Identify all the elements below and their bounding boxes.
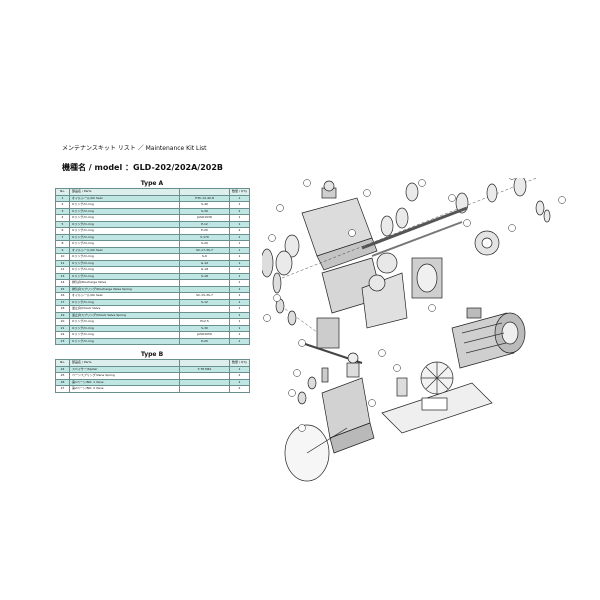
type-b-column-header: 数量 / Q'ty: [229, 359, 250, 367]
type-b-label: Type B: [55, 351, 249, 359]
type-a-column-header: 数量 / Q'ty: [229, 188, 250, 196]
model-label: 機種名 / model ：GLD-202/202A/202B: [62, 163, 224, 172]
table-cell: [179, 385, 230, 393]
table-cell: 27: [55, 385, 70, 393]
table-cell: P-20: [179, 337, 230, 345]
table-cell: 2: [229, 385, 250, 393]
exploded-view-diagram: [262, 178, 566, 482]
table-cell: 1: [229, 337, 250, 345]
table-cell: Oリング/O-ring: [69, 337, 180, 345]
table-cell: 23: [55, 337, 70, 345]
page-title: メンテナンスキット リスト ／ Maintenance Kit List: [62, 145, 207, 152]
table-cell: 第2ベーン/NO. 2 Vane: [69, 385, 180, 393]
type-a-label: Type A: [55, 180, 249, 188]
